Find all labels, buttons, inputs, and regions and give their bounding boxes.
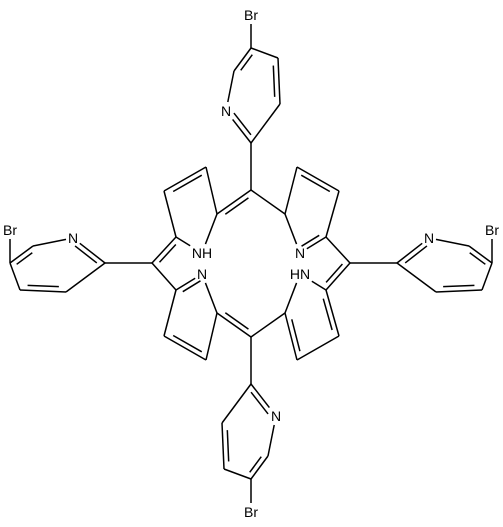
bond-single-N2-Ca3 [284, 213, 298, 245]
bond-single-Cb6-Ca6 [284, 312, 298, 361]
bond-single-PR2-PR3 [468, 245, 493, 264]
bond-double-PT1-PTN [233, 112, 252, 136]
bond-single-Ca8-N4 [175, 277, 196, 291]
bond-single-PR3-PR4 [481, 262, 493, 291]
bond-double-Mbot-Ca7 [224, 312, 249, 330]
bond-single-Ca2-Mtop [216, 189, 252, 215]
bond-single-Mright-Ca5 [325, 262, 351, 291]
bond-single-PT1-PTN [232, 119, 252, 144]
bond-single-PR4-PR5 [435, 289, 483, 293]
atom-label-N2: N [295, 245, 305, 261]
bond-double-Cb6-Ca6 [291, 319, 301, 352]
atom-label-PLBr: Br [3, 222, 17, 238]
bond-single-PT4-PT5 [277, 57, 281, 105]
bond-single-PT3-PT4 [250, 47, 279, 59]
bond-double-PL1-PLN [74, 245, 98, 264]
atom-label-PTN: N [221, 103, 231, 119]
bond-single-PL2-PL3 [9, 245, 34, 264]
bond-single-PB3-PB4 [223, 468, 252, 480]
bond-single-Cb2-Ca2 [205, 166, 218, 215]
bond-single-Ca8-Mleft [151, 262, 177, 291]
bond-single-Ca1-Cb1 [163, 190, 177, 238]
bond-double-Ca8-N4 [182, 280, 201, 293]
bond-single-PB1-PBN [250, 383, 270, 408]
bond-single-PR5-PR1 [396, 262, 437, 293]
atom-label-N1: NH [192, 245, 212, 261]
bond-single-PB5-PB1 [221, 383, 252, 424]
bond-layer [9, 24, 493, 503]
bond-double-PL4-PL5 [27, 284, 59, 288]
bond-single-Ca5-Cb5 [325, 289, 340, 337]
bond-double-PB2-PB3 [249, 456, 262, 473]
bond-single-Ca4-Mright [325, 236, 351, 264]
bond-single-PL4-PL5 [19, 289, 67, 293]
bond-double-PR1-PRN [404, 245, 428, 264]
bond-single-PB4-PB5 [221, 422, 225, 470]
bond-double-Cb1-Cb2 [172, 174, 203, 193]
bond-double-Ca4-N2 [301, 234, 320, 247]
bond-single-Ca6-N3 [284, 282, 298, 314]
bond-single-Mbot-Ca7 [216, 312, 252, 338]
bond-single-PB2-PB3 [250, 455, 269, 480]
bond-single-PT5-PT1 [250, 103, 281, 144]
bond-single-Cb5-Cb6 [296, 335, 340, 361]
atom-label-N4: N [197, 266, 207, 282]
bond-single-PLN-PL2 [32, 238, 67, 247]
bond-double-PT2-PT3 [240, 54, 253, 71]
bond-single-Ca4-N2 [306, 236, 327, 250]
bond-single-Cb1-Cb2 [163, 166, 207, 192]
bond-single-PL3-PL4 [9, 262, 21, 291]
bond-single-PL5-PL1 [65, 262, 106, 293]
bond-double-PT4-PT5 [272, 65, 276, 97]
bond-double-Cb7-Cb8 [172, 334, 203, 353]
bond-single-PT2-PT3 [233, 47, 252, 72]
bond-single-PR1-PRN [396, 242, 423, 264]
bond-single-Cb8-Ca8 [163, 289, 177, 337]
atom-label-PBBr: Br [244, 504, 258, 520]
atom-label-PRN: N [424, 230, 434, 246]
bond-single-PL1-PLN [79, 242, 106, 264]
bond-double-Mleft-Ca1 [158, 244, 177, 263]
bond-single-Cb7-Cb8 [163, 335, 207, 361]
bond-double-PL2-PL3 [16, 252, 33, 265]
atom-label-PTBr: Br [244, 7, 258, 23]
bond-double-PR4-PR5 [443, 284, 475, 288]
bond-double-Cb3-Cb4 [300, 174, 331, 193]
bond-double-PR2-PR3 [469, 252, 486, 265]
bond-single-Cb4-Ca4 [325, 190, 340, 238]
bond-single-PBN-PB2 [267, 424, 275, 457]
bond-single-Ca3-Cb3 [284, 166, 298, 215]
bond-single-Mtop-Ca3 [250, 189, 286, 215]
bond-double-PB4-PB5 [226, 430, 230, 462]
atom-label-PBN: N [271, 408, 281, 424]
bond-single-Ca2-N1 [204, 213, 218, 245]
bond-double-PB1-PBN [250, 391, 269, 415]
atom-label-PRBr: Br [485, 222, 499, 238]
bond-single-Cb3-Cb4 [296, 166, 340, 192]
bond-single-N1-Ca1 [175, 236, 191, 247]
bond-single-N4-Ca7 [204, 282, 218, 314]
bond-single-Ca7-Cb7 [205, 312, 218, 361]
bond-double-Mright-Ca5 [325, 263, 343, 283]
bond-single-PRN-PR2 [435, 238, 470, 247]
atom-label-N3: HN [290, 266, 310, 282]
atom-label-PLN: N [68, 230, 78, 246]
bond-double-Ca5-Cb5 [322, 298, 333, 331]
bond-single-Ca6-Mbot [250, 312, 286, 338]
bond-single-Mleft-Ca1 [151, 236, 177, 264]
bond-single-N3-Ca5 [311, 280, 327, 291]
bond-double-Ca2-Mtop [224, 197, 249, 215]
bond-single-PTN-PT2 [227, 70, 235, 103]
